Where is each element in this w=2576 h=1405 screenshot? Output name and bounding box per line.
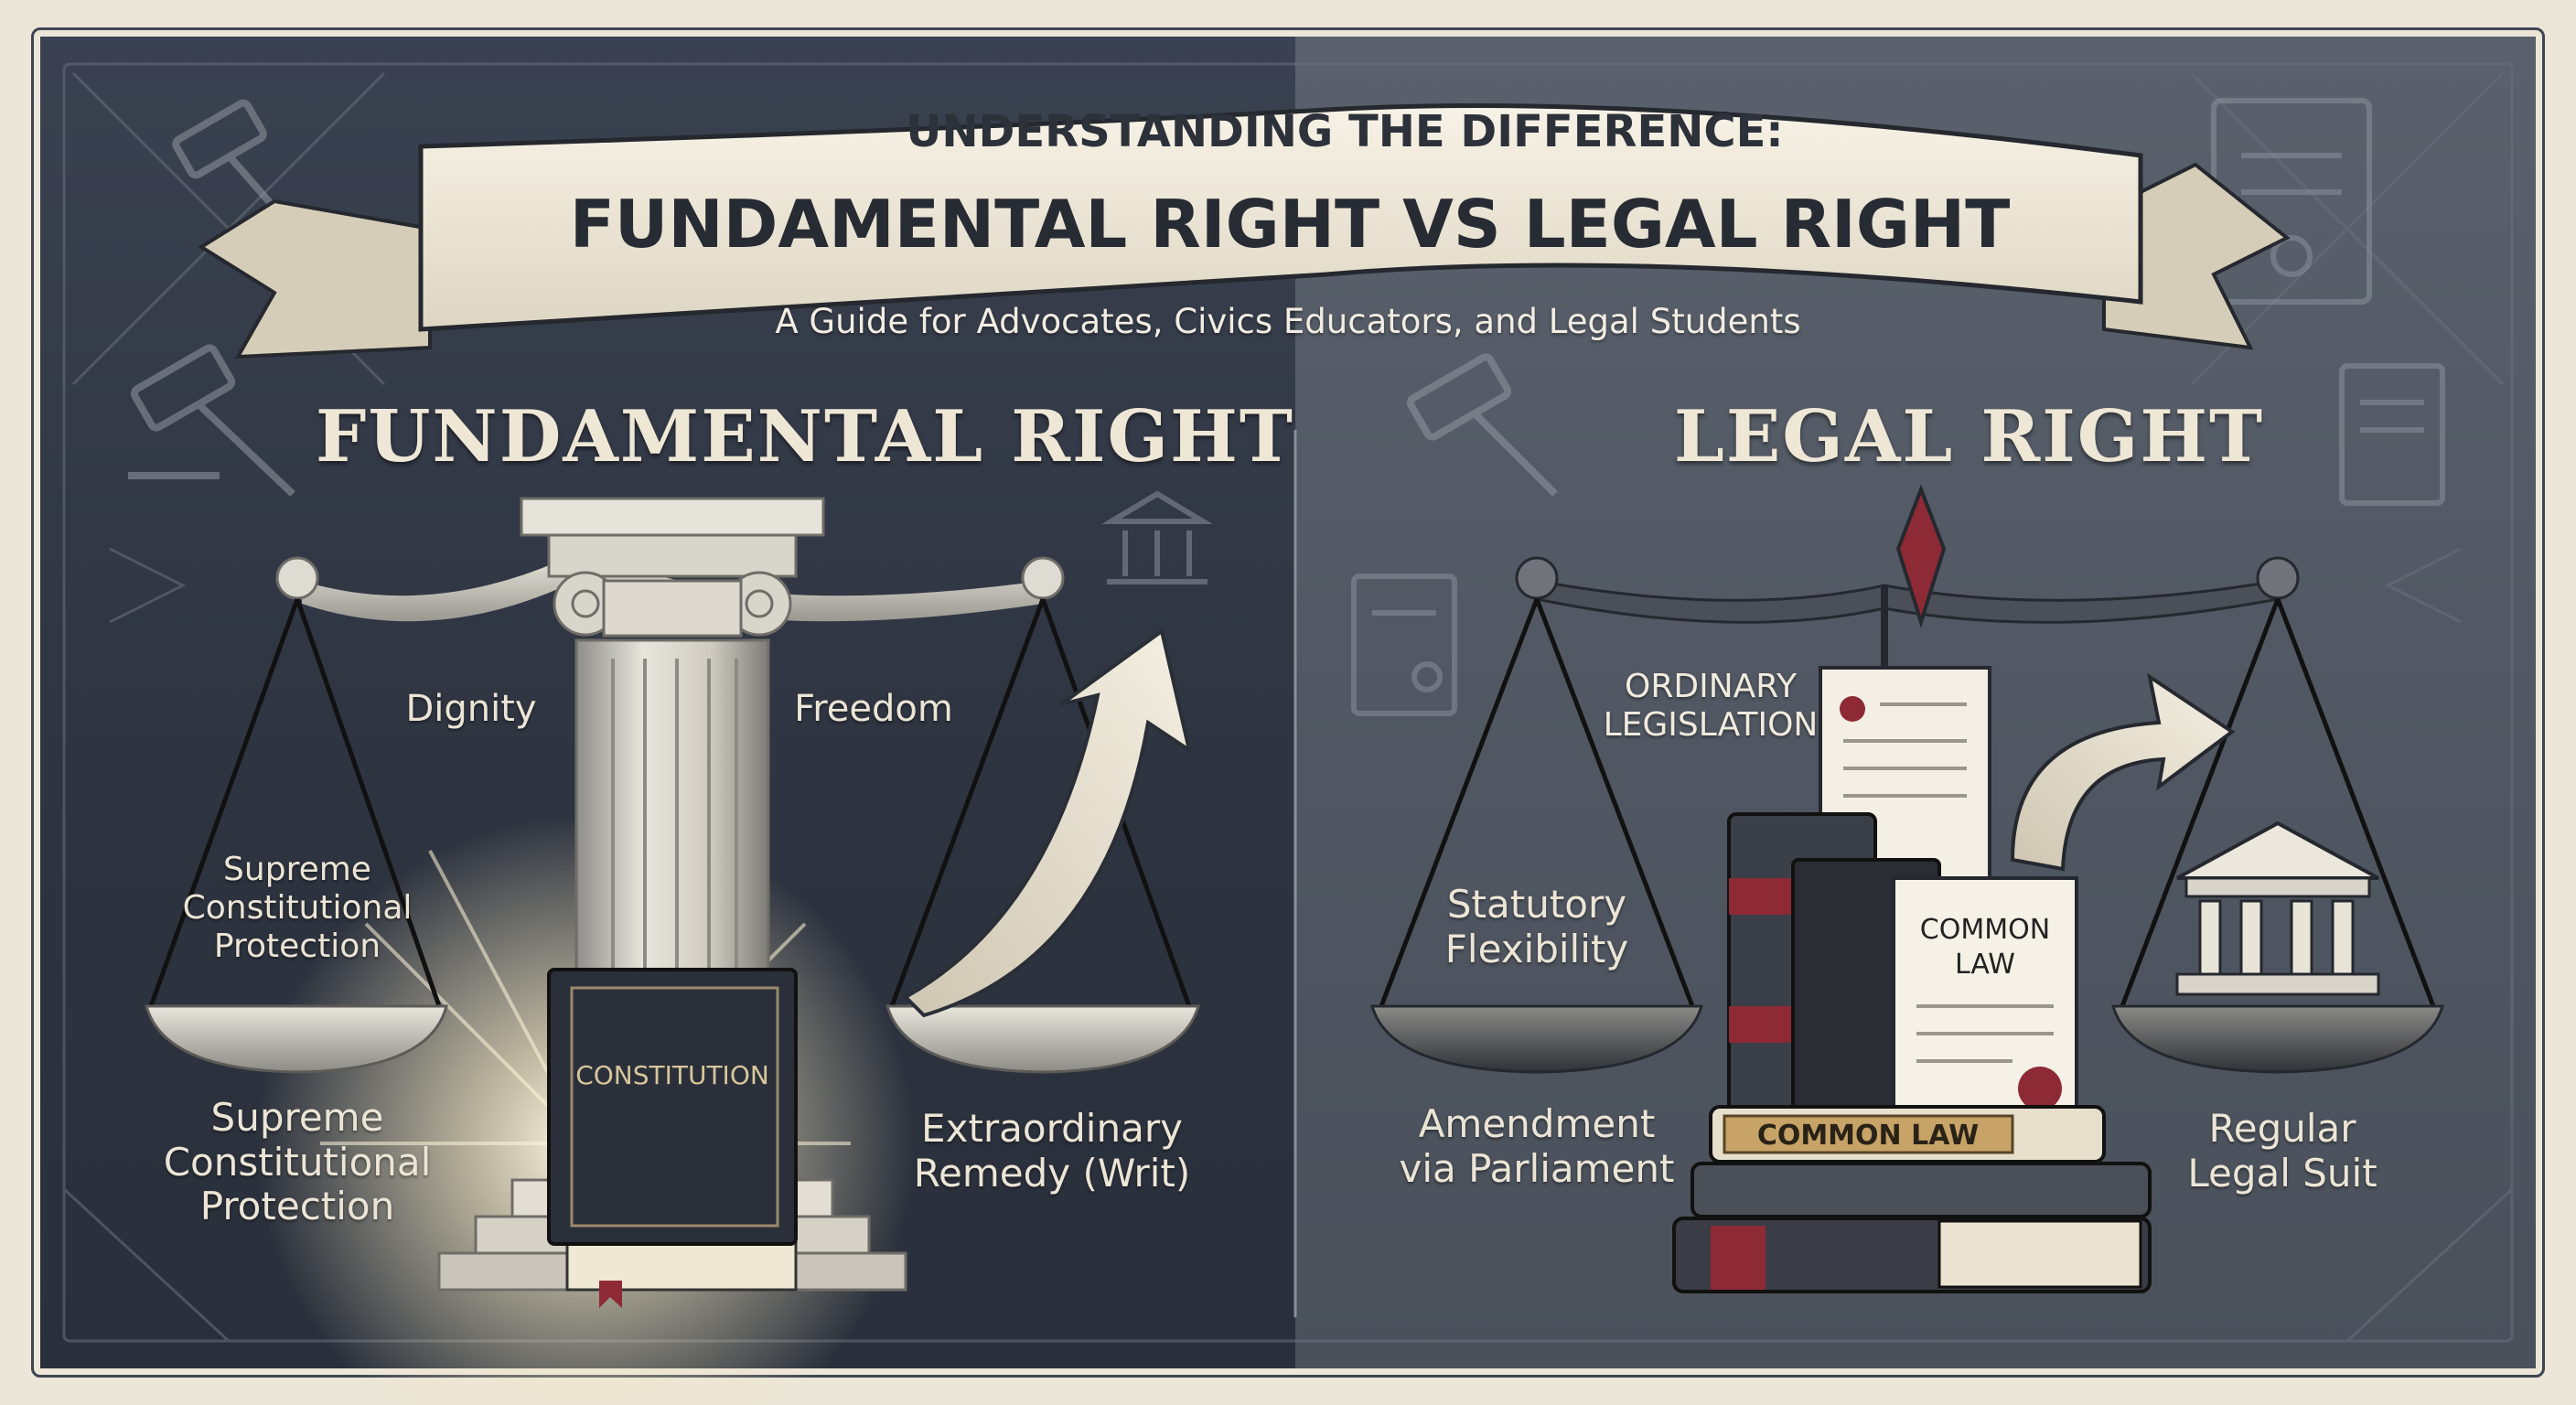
courthouse-icon: [2175, 820, 2380, 996]
book-spine-label: COMMON LAW: [1757, 1120, 1979, 1152]
pan-text: Supreme Constitutional Protection: [169, 851, 425, 965]
gavel-icon: [128, 99, 1558, 497]
label-line: LEGISLATION: [1603, 705, 1819, 744]
title-banner: UNDERSTANDING THE DIFFERENCE: FUNDAMENTA…: [198, 103, 2291, 359]
writ-remedy-label: Extraordinary Remedy (Writ): [901, 1106, 1203, 1196]
doc-title-line2: LAW: [1955, 949, 2015, 981]
supreme-protection-label: Supreme Constitutional Protection: [160, 1095, 435, 1229]
left-scale: [145, 497, 1200, 1405]
statutory-flexibility-label: Statutory Flexibility: [1413, 882, 1660, 971]
regular-suit-label: Regular Legal Suit: [2159, 1106, 2406, 1196]
label-line: Supreme: [210, 1095, 384, 1140]
pan-text-line: Supreme: [223, 851, 371, 888]
decorative-lines: [62, 62, 2514, 1343]
label-line: Protection: [199, 1184, 395, 1229]
label-line: Regular: [2208, 1106, 2356, 1151]
pan-text-line: Protection: [213, 927, 381, 965]
right-scale: [1370, 484, 2444, 1293]
label-line: Amendment: [1418, 1101, 1656, 1146]
label-line: via Parliament: [1399, 1145, 1675, 1191]
courthouse-icon: [1101, 490, 1213, 585]
label-line: Flexibility: [1444, 926, 1629, 971]
amendment-label: Amendment via Parliament: [1390, 1101, 1683, 1191]
ordinary-legislation-label: ORDINARY LEGISLATION: [1592, 668, 1830, 745]
right-heading: LEGAL RIGHT: [1674, 395, 2265, 478]
pan-text-line: Constitutional: [182, 888, 413, 927]
banner-line2: FUNDAMENTAL RIGHT VS LEGAL RIGHT: [570, 186, 2011, 263]
common-law-document: [1892, 876, 2078, 1110]
label-line: Statutory: [1446, 882, 1627, 927]
label-line: Legal Suit: [2187, 1150, 2377, 1196]
doc-title-line1: COMMON: [1920, 914, 2050, 946]
scroll-icon: [1351, 98, 2445, 716]
left-heading: FUNDAMENTAL RIGHT: [316, 395, 1294, 478]
label-line: Remedy (Writ): [913, 1150, 1191, 1196]
freedom-label: Freedom: [794, 688, 953, 730]
outer-frame: [31, 27, 2545, 1378]
banner-line1: UNDERSTANDING THE DIFFERENCE:: [906, 106, 1783, 157]
label-line: Constitutional: [163, 1139, 432, 1185]
dignity-label: Dignity: [405, 688, 537, 730]
label-line: Extraordinary: [921, 1106, 1183, 1151]
label-line: ORDINARY: [1625, 668, 1797, 705]
book-title: CONSTITUTION: [575, 1060, 769, 1090]
book-stack: [1672, 1105, 2152, 1293]
subtitle: A Guide for Advocates, Civics Educators,…: [775, 302, 1801, 341]
